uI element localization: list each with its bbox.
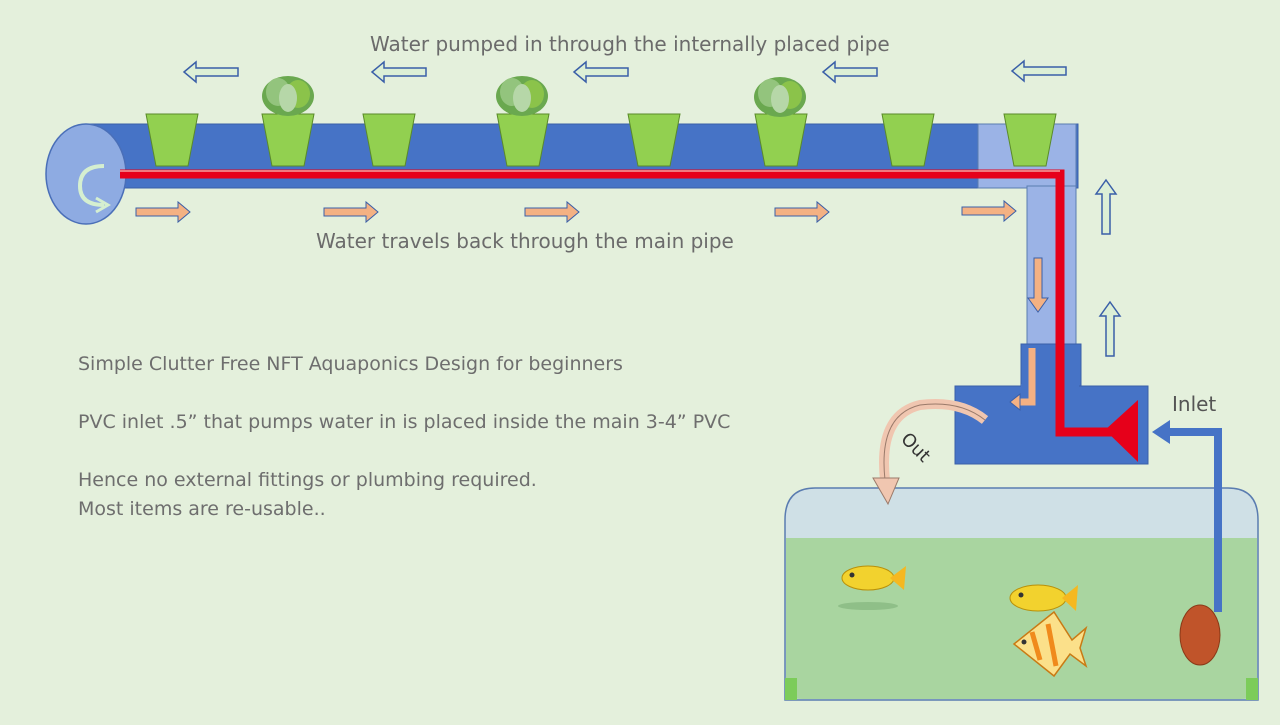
arrow-bend-icon bbox=[1018, 348, 1036, 406]
net-pot bbox=[145, 113, 199, 167]
arrow-left-icon bbox=[182, 60, 239, 84]
return-arrows bbox=[135, 199, 1017, 224]
description-line: Simple Clutter Free NFT Aquaponics Desig… bbox=[78, 353, 623, 375]
pipe-end-cap bbox=[45, 123, 127, 225]
out-label: Out bbox=[896, 429, 934, 467]
arrow-right-icon bbox=[323, 200, 379, 224]
net-pot bbox=[881, 113, 935, 167]
arrow-right-icon bbox=[135, 200, 191, 224]
fish-icon bbox=[1009, 584, 1078, 612]
up-arrows bbox=[1094, 178, 1122, 357]
top-flow-label: Water pumped in through the internally p… bbox=[370, 32, 890, 56]
arrow-up-icon bbox=[1094, 178, 1118, 235]
sump-box bbox=[954, 343, 1149, 465]
arrow-left-icon bbox=[821, 60, 878, 84]
lettuce-icon bbox=[496, 76, 548, 116]
arrow-left-icon bbox=[370, 60, 427, 84]
out-arrow bbox=[872, 399, 989, 506]
fish-icon bbox=[838, 565, 906, 610]
description-line: Hence no external fittings or plumbing r… bbox=[78, 469, 537, 491]
description-line: PVC inlet .5” that pumps water in is pla… bbox=[78, 411, 731, 433]
lettuce-icon bbox=[754, 77, 806, 117]
arrow-right-icon bbox=[774, 200, 830, 224]
description-block: Simple Clutter Free NFT Aquaponics Desig… bbox=[78, 350, 730, 524]
pump-intake bbox=[1179, 604, 1221, 666]
net-pots bbox=[145, 113, 1057, 167]
fish-group bbox=[838, 565, 1088, 678]
pump-cone bbox=[1105, 400, 1138, 462]
inlet-tube bbox=[1152, 420, 1222, 666]
arrow-up-icon bbox=[1098, 300, 1122, 357]
arrow-right-icon bbox=[961, 199, 1017, 223]
description-line: Most items are re-usable.. bbox=[78, 498, 326, 520]
angelfish-icon bbox=[1012, 610, 1088, 678]
inlet-label: Inlet bbox=[1172, 392, 1217, 416]
inner-inlet-pipe bbox=[120, 169, 1112, 437]
net-pot bbox=[627, 113, 681, 167]
net-pot bbox=[362, 113, 416, 167]
arrow-down-icon bbox=[1027, 257, 1049, 313]
arrow-left-icon bbox=[1010, 59, 1067, 83]
net-pot bbox=[1003, 113, 1057, 167]
return-flow-label: Water travels back through the main pipe bbox=[316, 229, 734, 253]
lettuce-icon bbox=[262, 76, 314, 116]
u-turn-arrow-icon bbox=[77, 164, 105, 207]
arrow-left-icon bbox=[572, 60, 629, 84]
arrow-right-icon bbox=[524, 200, 580, 224]
lettuce-plants bbox=[262, 76, 806, 117]
inflow-arrows bbox=[182, 59, 1067, 84]
down-arrows bbox=[1009, 257, 1049, 412]
